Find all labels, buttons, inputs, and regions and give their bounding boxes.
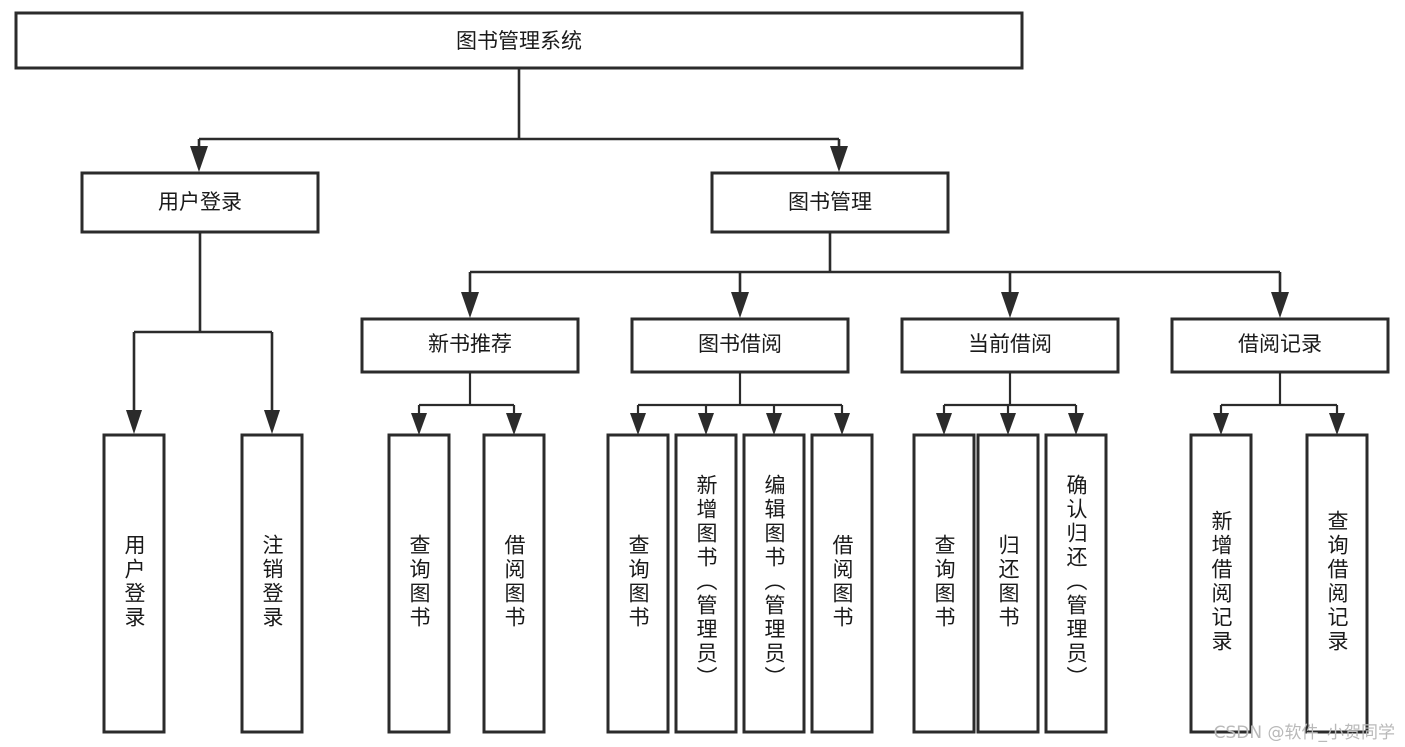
book-management-label: 图书管理 <box>788 190 872 214</box>
leaf-query-book-2[interactable]: 查询图书 <box>606 433 670 734</box>
leaf-box[interactable] <box>482 433 546 734</box>
leaf-box[interactable] <box>102 433 166 734</box>
arrowhead-icon <box>1000 413 1016 435</box>
node-user-login[interactable]: 用户登录 <box>80 171 320 234</box>
leaf-confirm-return-admin[interactable]: 确认归还（管理员） <box>1044 433 1108 734</box>
leaf-logout-login[interactable]: 注销登录 <box>240 433 304 734</box>
leaf-label: 查询借阅记录 <box>1325 510 1349 654</box>
leaf-query-book-1[interactable]: 查询图书 <box>387 433 451 734</box>
arrowhead-icon <box>1001 292 1019 318</box>
new-book-recommend-label: 新书推荐 <box>428 332 512 356</box>
arrowhead-icon <box>1068 413 1084 435</box>
current-borrow-box[interactable] <box>900 317 1120 374</box>
arrowhead-icon <box>1213 413 1229 435</box>
leaf-edit-book-admin[interactable]: 编辑图书（管理员） <box>742 433 806 734</box>
new-book-recommend-box[interactable] <box>360 317 580 374</box>
leaf-query-borrow-record[interactable]: 查询借阅记录 <box>1305 433 1369 734</box>
edge-user-login-to-leaves <box>126 232 280 434</box>
arrowhead-icon <box>126 410 142 434</box>
user-login-label: 用户登录 <box>158 190 242 214</box>
node-new-book-recommend[interactable]: 新书推荐 <box>360 317 580 374</box>
arrowhead-icon <box>506 413 522 435</box>
node-book-management[interactable]: 图书管理 <box>710 171 950 234</box>
leaf-user-login[interactable]: 用户登录 <box>102 433 166 734</box>
root-box[interactable] <box>14 11 1024 70</box>
arrowhead-icon <box>766 413 782 435</box>
leaf-label: 新增图书（管理员） <box>694 474 718 690</box>
leaf-box[interactable] <box>1305 433 1369 734</box>
root-label: 图书管理系统 <box>456 29 582 53</box>
node-current-borrow[interactable]: 当前借阅 <box>900 317 1120 374</box>
leaf-label: 用户登录 <box>122 534 146 630</box>
arrowhead-icon <box>190 146 208 172</box>
leaf-box[interactable] <box>742 433 806 734</box>
arrowhead-icon <box>830 146 848 172</box>
arrowhead-icon <box>461 292 479 318</box>
arrowhead-icon <box>630 413 646 435</box>
node-book-borrow[interactable]: 图书借阅 <box>630 317 850 374</box>
leaf-box[interactable] <box>976 433 1040 734</box>
leaf-box[interactable] <box>674 433 738 734</box>
user-login-box[interactable] <box>80 171 320 234</box>
arrowhead-icon <box>834 413 850 435</box>
arrowhead-icon <box>731 292 749 318</box>
arrowhead-icon <box>936 413 952 435</box>
edge-borrow-record-to-leaves <box>1213 372 1345 435</box>
leaf-box[interactable] <box>240 433 304 734</box>
edge-new-book-recommend-to-leaves <box>411 372 522 435</box>
leaf-borrow-book-2[interactable]: 借阅图书 <box>810 433 874 734</box>
leaf-box[interactable] <box>387 433 451 734</box>
leaf-query-book-3[interactable]: 查询图书 <box>912 433 976 734</box>
leaf-return-book[interactable]: 归还图书 <box>976 433 1040 734</box>
book-borrow-label: 图书借阅 <box>698 332 782 356</box>
leaf-label: 新增借阅记录 <box>1209 510 1233 654</box>
leaf-label: 确认归还（管理员） <box>1064 474 1088 690</box>
arrowhead-icon <box>264 410 280 434</box>
leaf-label: 归还图书 <box>996 534 1020 630</box>
leaf-box[interactable] <box>912 433 976 734</box>
leaf-box[interactable] <box>1189 433 1253 734</box>
edge-root-to-level2 <box>190 68 848 172</box>
leaf-label: 注销登录 <box>260 534 284 630</box>
arrowhead-icon <box>698 413 714 435</box>
node-root[interactable]: 图书管理系统 <box>14 11 1024 70</box>
leaf-label: 查询图书 <box>932 534 956 630</box>
arrowhead-icon <box>411 413 427 435</box>
arrowhead-icon <box>1329 413 1345 435</box>
current-borrow-label: 当前借阅 <box>968 332 1052 356</box>
leaf-label: 查询图书 <box>407 534 431 630</box>
leaf-label: 借阅图书 <box>502 534 526 630</box>
leaf-box[interactable] <box>606 433 670 734</box>
leaf-add-borrow-record[interactable]: 新增借阅记录 <box>1189 433 1253 734</box>
leaf-borrow-book-1[interactable]: 借阅图书 <box>482 433 546 734</box>
edge-book-management-to-level3 <box>461 232 1289 318</box>
leaf-add-book-admin[interactable]: 新增图书（管理员） <box>674 433 738 734</box>
edge-current-borrow-to-leaves <box>936 372 1084 435</box>
node-borrow-record[interactable]: 借阅记录 <box>1170 317 1390 374</box>
leaf-label: 借阅图书 <box>830 534 854 630</box>
leaf-label: 编辑图书（管理员） <box>762 474 786 690</box>
arrowhead-icon <box>1271 292 1289 318</box>
leaf-label: 查询图书 <box>626 534 650 630</box>
leaf-box[interactable] <box>1044 433 1108 734</box>
borrow-record-label: 借阅记录 <box>1238 332 1322 356</box>
leaf-box[interactable] <box>810 433 874 734</box>
edge-book-borrow-to-leaves <box>630 372 850 435</box>
